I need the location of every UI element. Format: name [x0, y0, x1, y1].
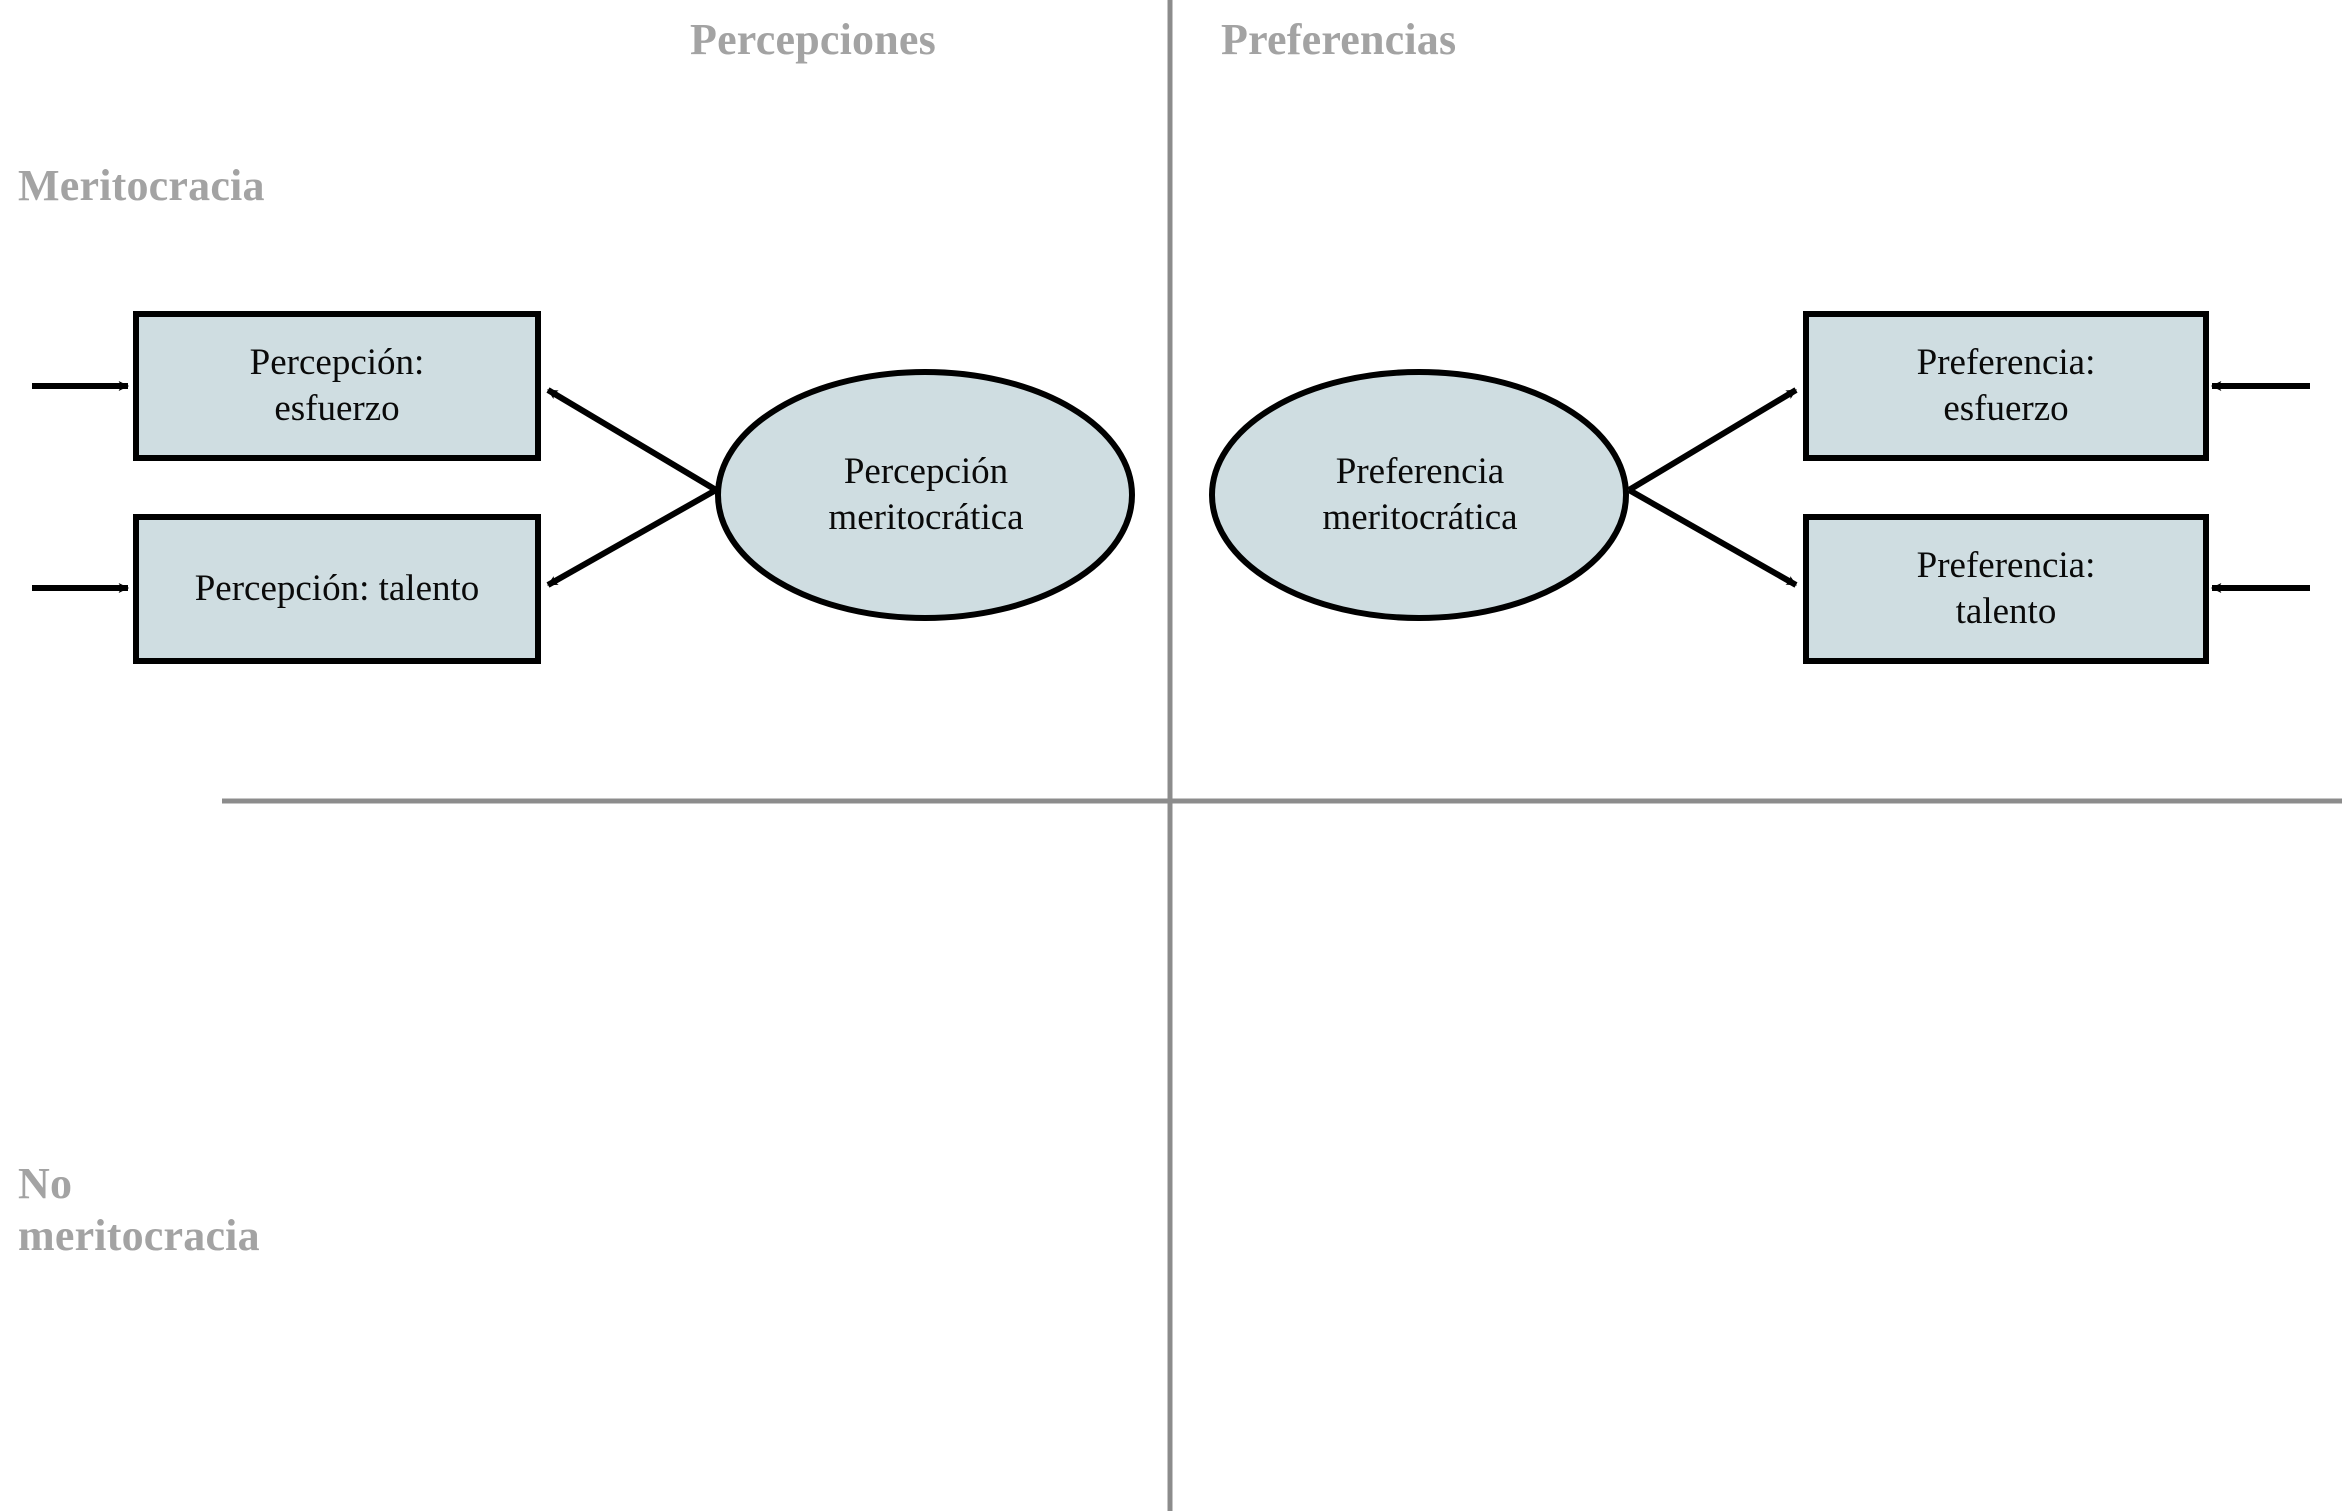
node-preference-effort[interactable] [1803, 311, 2209, 461]
row-header-no-meritocracia: No meritocracia [18, 1159, 260, 1260]
node-perception-effort[interactable] [133, 311, 541, 461]
arrow-perception-meritocratic-to-talent [546, 487, 718, 588]
arrow-preference-meritocratic-to-effort [1627, 387, 1798, 493]
node-preference-meritocratic[interactable] [1209, 369, 1629, 621]
arrow-perception-meritocratic-to-effort [546, 387, 718, 493]
column-header-percepciones: Percepciones [690, 15, 936, 64]
column-header-preferencias: Preferencias [1221, 15, 1457, 64]
node-preference-talent[interactable] [1803, 514, 2209, 664]
arrow-preference-meritocratic-to-talent [1627, 487, 1798, 588]
node-perception-meritocratic[interactable] [715, 369, 1135, 621]
row-header-meritocracia: Meritocracia [18, 161, 265, 210]
node-perception-talent[interactable] [133, 514, 541, 664]
